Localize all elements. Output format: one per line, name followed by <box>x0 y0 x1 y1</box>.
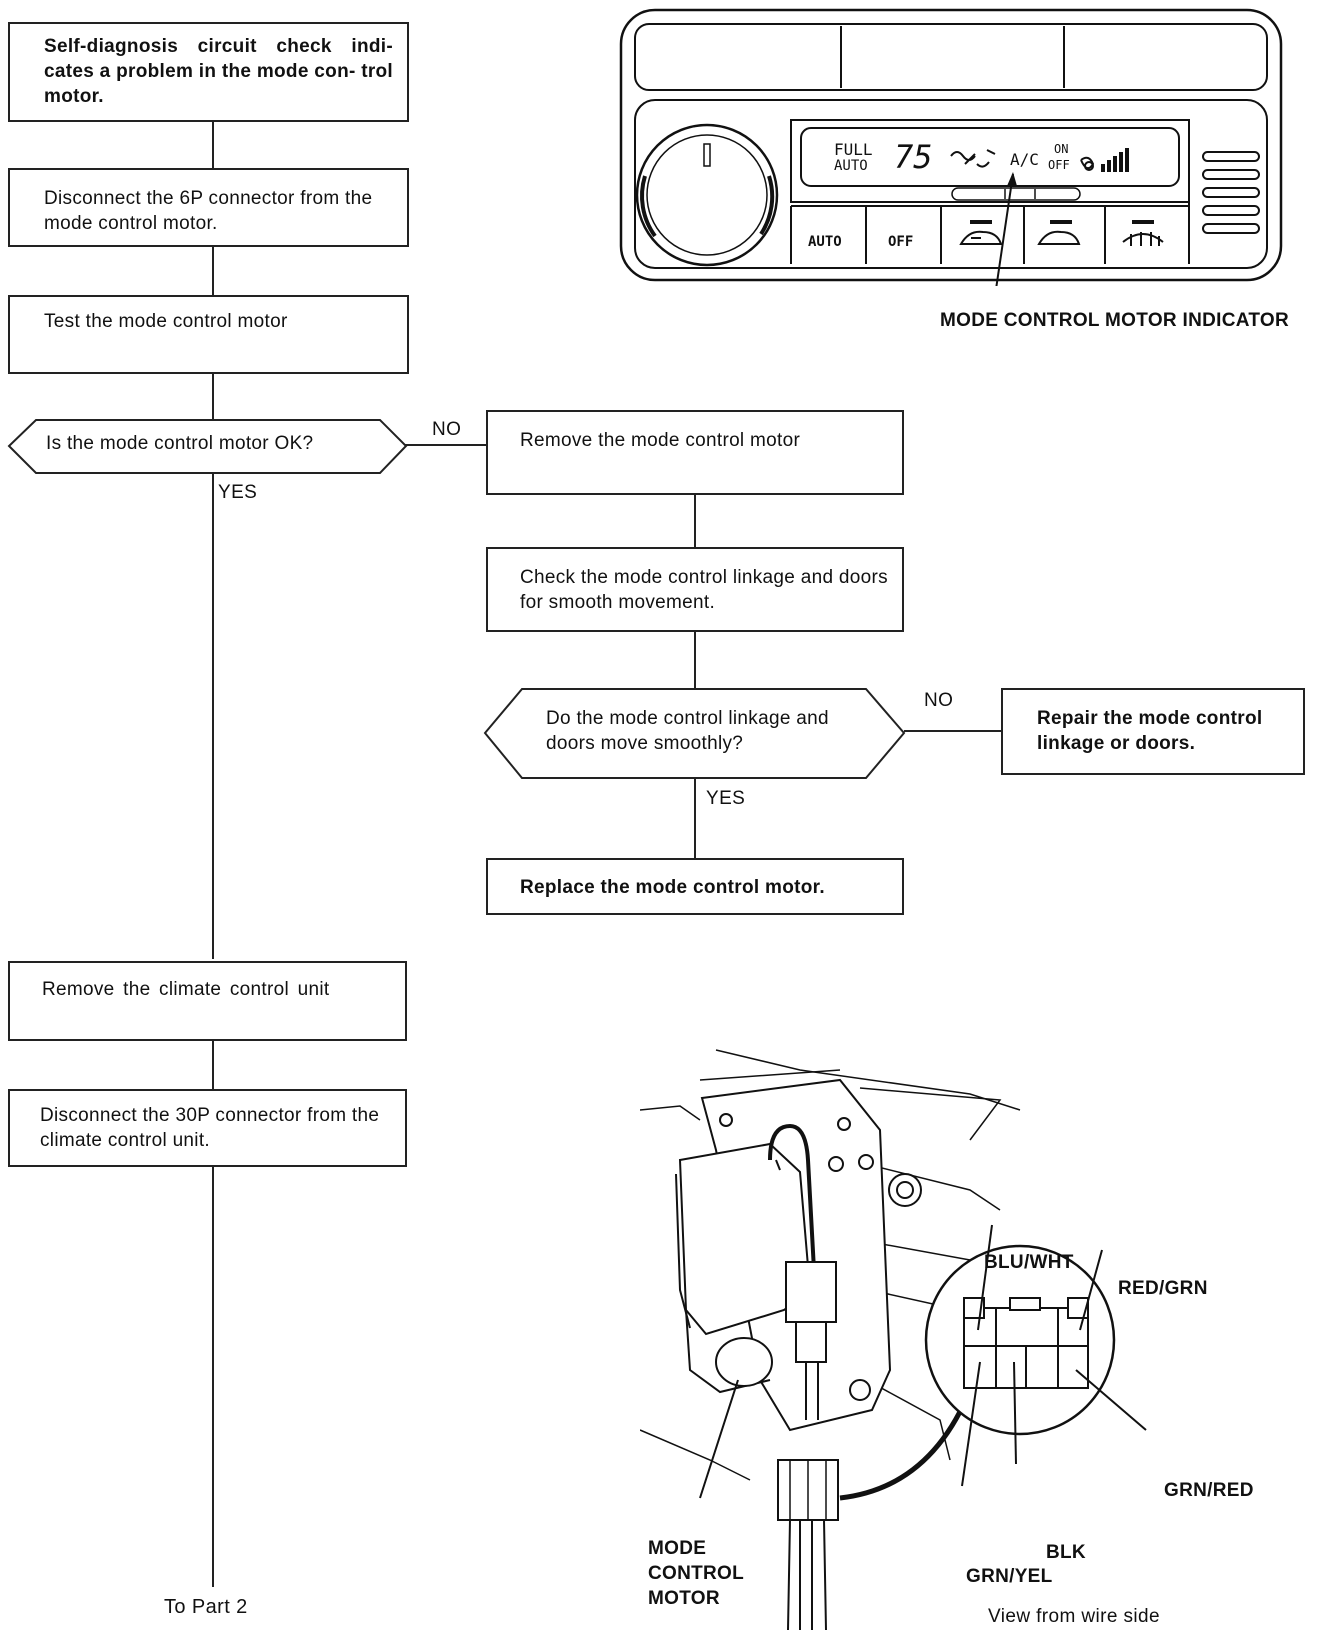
decision-motor-ok <box>7 419 408 474</box>
connector-line <box>904 730 1002 732</box>
step-test-motor: Test the mode control motor <box>8 295 409 374</box>
motor-label-line2: CONTROL <box>648 1563 745 1584</box>
auto-button: AUTO <box>808 234 842 250</box>
display-auto-label: AUTO <box>834 158 868 174</box>
connector-line <box>212 372 214 420</box>
fan-icon <box>1080 156 1095 171</box>
decision1-no-label: NO <box>432 419 462 440</box>
wire-label-blu-wht: BLU/WHT <box>984 1252 1074 1273</box>
connector-line <box>694 494 696 548</box>
defrost-icon <box>1122 232 1164 246</box>
connector-line <box>212 245 214 295</box>
connector-line <box>212 1039 214 1089</box>
step-remove-ccu: Remove the climate control unit <box>8 961 407 1041</box>
connector-line <box>694 777 696 859</box>
view-from-wire-side-caption: View from wire side <box>988 1606 1160 1627</box>
step-repair-linkage: Repair the mode control linkage or doors… <box>1001 688 1305 775</box>
display-full-label: FULL <box>834 140 873 159</box>
decision-motor-ok-label: Is the mode control motor OK? <box>46 433 314 454</box>
step-remove-motor: Remove the mode control motor <box>486 410 904 495</box>
display-temperature: 75 <box>894 138 933 176</box>
vent-mode-icon <box>959 230 1003 245</box>
connector-line <box>694 630 696 688</box>
display-on-label: ON <box>1054 142 1069 156</box>
off-button: OFF <box>888 234 914 250</box>
wire-label-grn-red: GRN/RED <box>1164 1480 1254 1501</box>
to-part2-label: To Part 2 <box>164 1596 248 1618</box>
step-replace-motor: Replace the mode control motor. <box>486 858 904 915</box>
wire-label-grn-yel: GRN/YEL <box>966 1566 1053 1587</box>
step-self-diagnosis: Self-diagnosis circuit check indi- cates… <box>8 22 409 122</box>
decision-linkage-smooth-label: Do the mode control linkage and doors mo… <box>546 708 829 754</box>
step-disconnect-30p: Disconnect the 30P connector from the cl… <box>8 1089 407 1167</box>
decision2-yes-label: YES <box>706 788 746 809</box>
connector-line <box>212 120 214 168</box>
decision1-yes-label: YES <box>218 482 258 503</box>
connector-line <box>212 1165 214 1587</box>
decision2-no-label: NO <box>924 690 954 711</box>
climate-control-panel <box>619 8 1283 286</box>
step-check-linkage: Check the mode control linkage and doors… <box>486 547 904 632</box>
motor-label-line1: MODE <box>648 1538 707 1559</box>
display-ac-label: A/C <box>1010 150 1039 169</box>
wire-label-blk: BLK <box>1046 1542 1086 1563</box>
floor-mode-icon <box>1037 230 1081 245</box>
mode-control-motor-illustration <box>640 1049 1147 1631</box>
mode-control-motor-indicator-label: MODE CONTROL MOTOR INDICATOR <box>940 310 1289 331</box>
motor-label-line3: MOTOR <box>648 1588 720 1609</box>
display-off-label: OFF <box>1048 158 1070 172</box>
decision-linkage-smooth <box>483 688 906 779</box>
wire-label-red-grn: RED/GRN <box>1118 1278 1208 1299</box>
connector-line <box>404 444 488 446</box>
connector-line <box>212 473 214 959</box>
step-disconnect-6p: Disconnect the 6P connector from the mod… <box>8 168 409 247</box>
